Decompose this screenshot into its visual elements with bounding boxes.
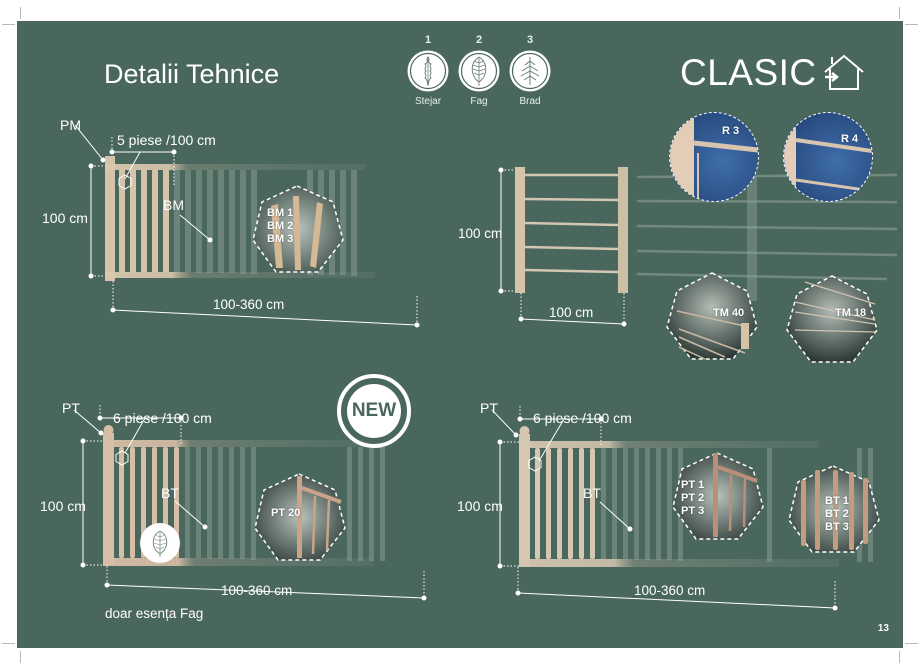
- wood-number: 3: [526, 34, 534, 46]
- height-label: 100 cm: [42, 210, 88, 226]
- fir-leaf-icon: [508, 49, 552, 93]
- height-label: 100 cm: [457, 498, 503, 514]
- wood-number: 2: [475, 34, 483, 46]
- crop-mark: [899, 651, 900, 663]
- new-badge: NEW: [337, 374, 411, 448]
- panel-bm-fence: PM 5 piese /100 cm 100 cm BM 100-360 cm …: [17, 21, 457, 341]
- detail-bt-heptagon: BT 1 BT 2 BT 3: [787, 464, 881, 556]
- crop-mark: [2, 24, 15, 25]
- crop-mark: [2, 643, 15, 644]
- oak-leaf-icon: [406, 49, 450, 93]
- wood-item-brad: 3 Brad: [505, 34, 555, 107]
- rail-fence-drawing: [498, 167, 898, 327]
- house-enter-icon: [822, 53, 866, 93]
- post-label-pt: PT: [62, 400, 80, 416]
- crop-mark: [905, 643, 918, 644]
- beech-leaf-icon: [457, 49, 501, 93]
- height-label: 100 cm: [40, 498, 86, 514]
- collection-title: CLASIC: [680, 52, 817, 93]
- post-label-pt: PT: [480, 400, 498, 416]
- beech-only-badge: [140, 523, 180, 563]
- wood-item-fag: 2 Fag: [454, 34, 504, 107]
- detail-tm18-heptagon: TM 18: [785, 274, 879, 366]
- wood-label: Brad: [519, 96, 541, 107]
- detail-tm40-heptagon: TM 40: [665, 271, 759, 363]
- baluster-label-bt: BT: [583, 485, 601, 501]
- crop-mark: [20, 7, 21, 19]
- note-beech-only: doar esența Fag: [105, 606, 204, 621]
- crop-mark: [899, 7, 900, 19]
- page-title: Detalii Tehnice: [104, 59, 280, 89]
- spacing-label: 6 piese /100 cm: [533, 410, 632, 426]
- detail-r4-circle: R 4: [783, 112, 873, 202]
- wood-label: Fag: [470, 96, 488, 107]
- catalog-page: Detalii Tehnice 1 Stejar 2 Fag 3 Brad CL…: [17, 21, 903, 648]
- detail-code: BT 3: [825, 521, 849, 533]
- detail-code: BM 2: [267, 220, 294, 232]
- detail-code: R 4: [841, 133, 859, 145]
- spacing-label: 6 piese /100 cm: [113, 410, 212, 426]
- detail-code: PT 20: [271, 507, 301, 519]
- wood-species-legend: 1 Stejar 2 Fag 3 Brad: [403, 34, 583, 114]
- detail-bm-heptagon: BM 1 BM 2 BM 3: [251, 184, 345, 276]
- length-label: 100-360 cm: [221, 583, 293, 598]
- detail-pt-heptagon: PT 1 PT 2 PT 3: [671, 451, 765, 543]
- new-badge-label: NEW: [347, 384, 401, 438]
- detail-code: BM 3: [267, 233, 294, 245]
- crop-mark: [20, 651, 21, 663]
- detail-pt20-heptagon: PT 20: [253, 472, 347, 564]
- detail-code: BT 2: [825, 508, 849, 520]
- bm-fence-drawing: [74, 124, 420, 328]
- wood-item-stejar: 1 Stejar: [403, 34, 453, 107]
- detail-code: TM 40: [713, 307, 745, 319]
- detail-code: PT 3: [681, 505, 705, 517]
- wood-number: 1: [424, 34, 432, 46]
- detail-code: R 3: [722, 125, 740, 137]
- pt-new-fence-drawing: [73, 405, 427, 601]
- detail-code: BM 1: [267, 207, 294, 219]
- width-label: 100 cm: [549, 305, 594, 320]
- baluster-label-bt: BT: [161, 485, 179, 501]
- panel-rail-fence: 100 cm 100 cm: [457, 111, 903, 371]
- detail-code: PT 1: [681, 479, 705, 491]
- baluster-label-bm: BM: [163, 197, 184, 213]
- panel-pt-new-fence: PT 6 piese /100 cm 100 cm BT 100-360 cm …: [17, 361, 457, 621]
- detail-r3-circle: R 3: [669, 112, 759, 202]
- detail-code: TM 18: [835, 307, 867, 319]
- page-number: 13: [877, 623, 889, 634]
- detail-code: BT 1: [825, 495, 849, 507]
- spacing-label: 5 piese /100 cm: [117, 132, 216, 148]
- height-label: 100 cm: [458, 226, 503, 241]
- post-label-pm: PM: [60, 117, 81, 133]
- panel-pt-fence: PT 6 piese /100 cm 100 cm BT 100-360 cm: [457, 361, 903, 621]
- crop-mark: [905, 24, 918, 25]
- wood-label: Stejar: [414, 96, 442, 107]
- length-label: 100-360 cm: [634, 583, 706, 598]
- detail-code: PT 2: [681, 492, 705, 504]
- length-label: 100-360 cm: [213, 297, 285, 312]
- beech-leaf-icon: [152, 530, 168, 557]
